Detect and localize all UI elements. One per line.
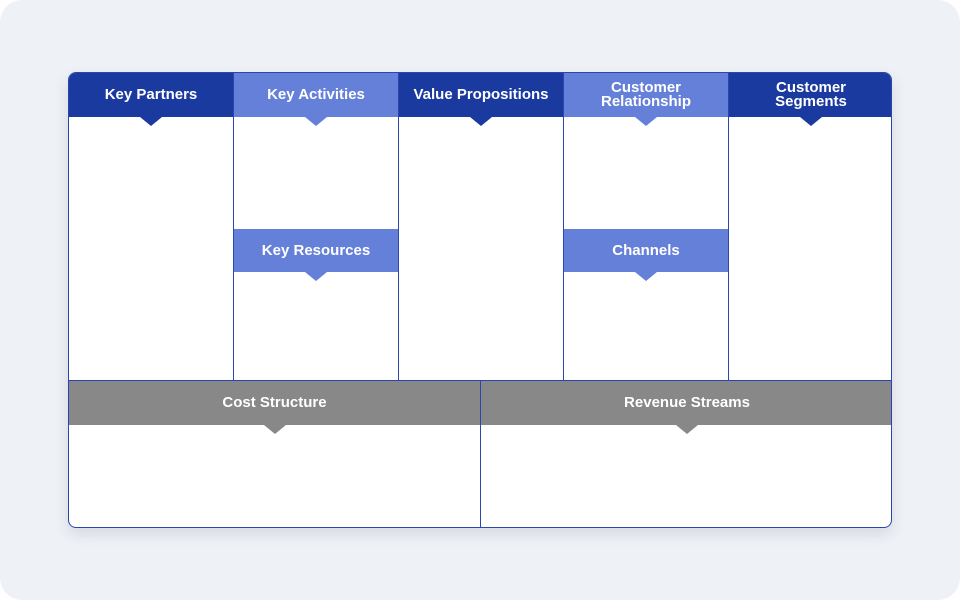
key-activities-header: Key Activities — [234, 73, 398, 126]
divider — [728, 73, 729, 380]
key-resources-header: Key Resources — [234, 229, 398, 281]
value-propositions-header: Value Propositions — [399, 73, 563, 126]
channels-header: Channels — [564, 229, 728, 281]
key-partners-header: Key Partners — [69, 73, 233, 126]
divider — [563, 73, 564, 380]
divider — [233, 73, 234, 380]
divider — [398, 73, 399, 380]
revenue-streams-header: Revenue Streams — [481, 381, 891, 434]
cost-structure-header: Cost Structure — [69, 381, 480, 434]
customer-segments-header: Customer Segments — [729, 73, 891, 126]
divider — [480, 380, 481, 527]
customer-relationship-header: Customer Relationship — [564, 73, 728, 126]
business-model-canvas: Key Partners Key Activities Value Propos… — [68, 72, 892, 528]
